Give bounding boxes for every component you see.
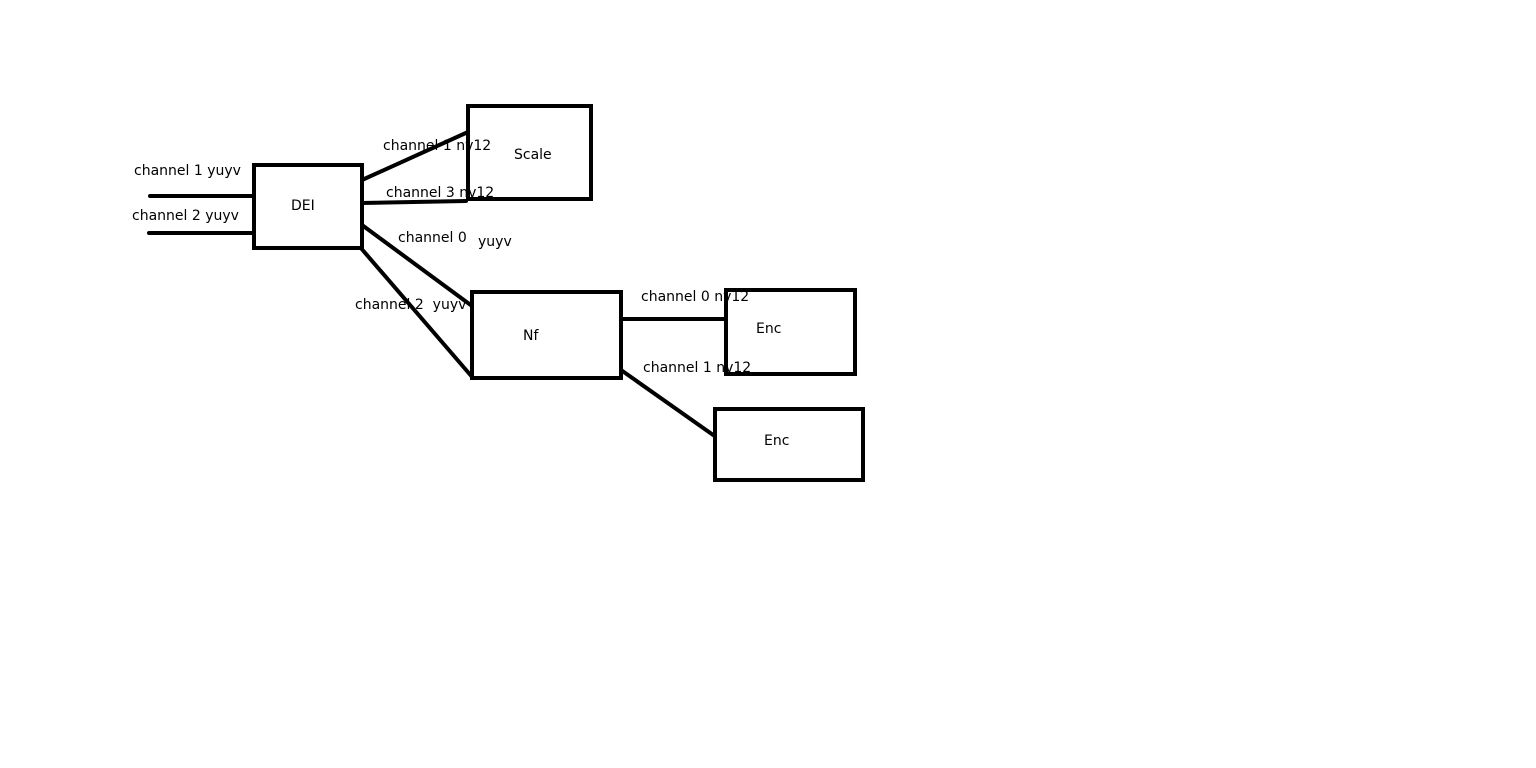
label-dei-nf-channel2: channel 2 yuyv	[355, 297, 466, 313]
edge-dei-scale-channel3	[360, 199, 468, 205]
label-dei-nf-channel0-format: yuyv	[478, 234, 512, 250]
node-scale: Scale	[466, 104, 593, 201]
node-dei: DEI	[252, 163, 364, 250]
label-dei-nf-channel0: channel 0	[398, 230, 467, 246]
label-dei-scale-channel3: channel 3 nv12	[386, 185, 494, 201]
node-dei-box	[252, 163, 364, 250]
edge-dei-nf-channel2	[358, 245, 475, 380]
edge-dei-scale-channel1	[360, 130, 470, 182]
node-nf-label: Nf	[523, 328, 539, 344]
node-enc-top-box	[724, 288, 857, 376]
label-nf-enc-channel1: channel 1 nv12	[643, 360, 751, 376]
node-enc-top: Enc	[724, 288, 857, 376]
edge-nf-enc-channel1	[619, 368, 718, 439]
node-enc-bottom-box	[713, 407, 865, 482]
node-nf-box	[470, 290, 623, 380]
edge-dei-nf-channel0	[360, 223, 474, 308]
node-enc-bottom: Enc	[713, 407, 865, 482]
label-input-channel2: channel 2 yuyv	[132, 208, 239, 224]
node-enc-bottom-label: Enc	[764, 433, 789, 449]
node-scale-label: Scale	[514, 147, 552, 163]
node-scale-box	[466, 104, 593, 201]
node-nf: Nf	[470, 290, 623, 380]
label-dei-scale-channel1: channel 1 nv12	[383, 138, 491, 154]
node-enc-top-label: Enc	[756, 321, 781, 337]
label-input-channel1: channel 1 yuyv	[134, 163, 241, 179]
node-dei-label: DEI	[291, 198, 315, 214]
label-nf-enc-channel0: channel 0 nv12	[641, 289, 749, 305]
